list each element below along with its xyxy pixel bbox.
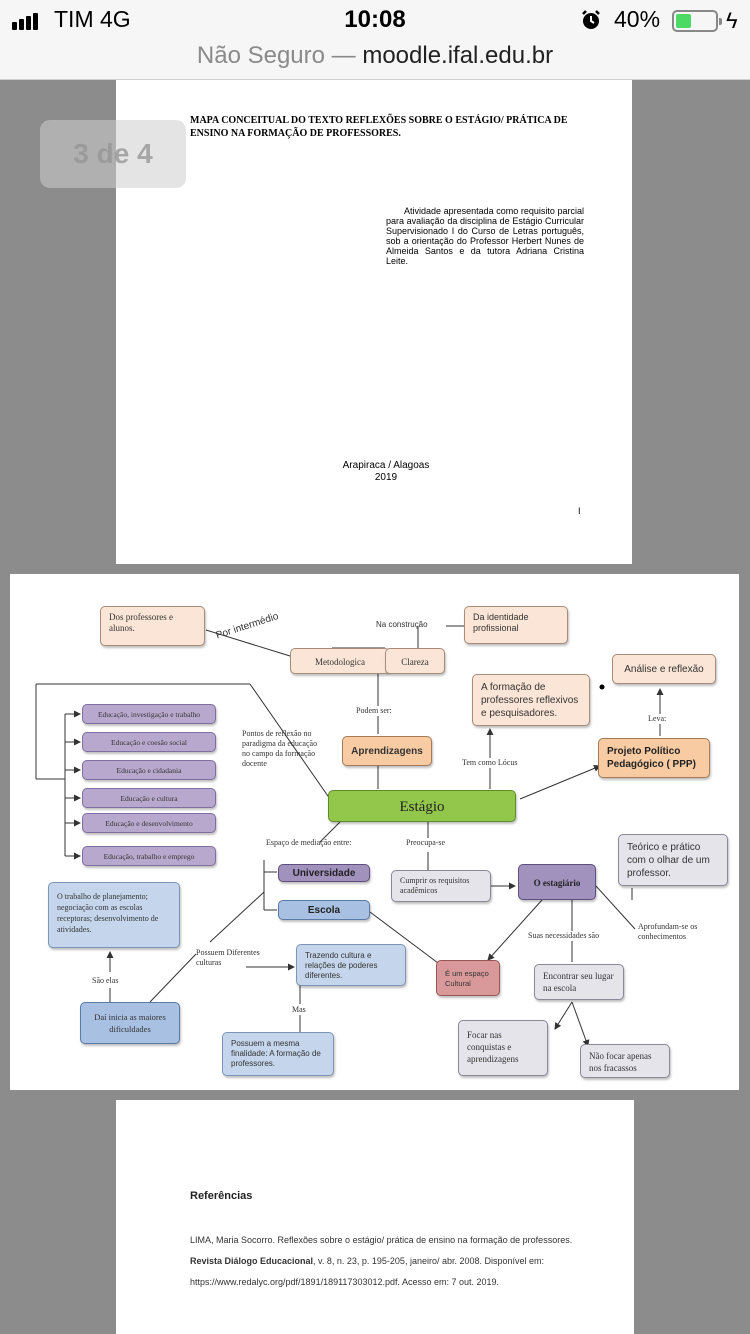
label-sao-elas: São elas (92, 976, 119, 986)
node-identidade-profissional: Da identidade profissional (464, 606, 568, 644)
node-requisitos-academicos: Cumprir os requisitos acadêmicos (391, 870, 491, 902)
reference-text-2: , v. 8, n. 23, p. 195-205, janeiro/ abr.… (190, 1256, 545, 1287)
label-preocupa-se: Preocupa-se (406, 838, 446, 848)
page-number: I (578, 506, 581, 516)
node-teorico-pratico: Teórico e prático com o olhar de um prof… (618, 834, 728, 886)
node-dificuldades: Daí inicia as maiores dificuldades (80, 1002, 180, 1044)
node-formacao-reflexivos: A formação de professores reflexivos e p… (472, 674, 590, 726)
security-status: Não Seguro (196, 42, 325, 69)
label-possuem-diferentes: Possuem Diferentes culturas (196, 948, 260, 967)
label-suas-necessidades: Suas necessidades são (528, 931, 600, 941)
references-page: Referências LIMA, Maria Socorro. Reflexõ… (116, 1100, 634, 1334)
label-leva: Leva: (648, 714, 667, 724)
node-edu-6: Educação, trabalho e emprego (82, 846, 216, 866)
reference-entry: LIMA, Maria Socorro. Reflexões sobre o e… (190, 1230, 590, 1293)
alarm-icon (580, 9, 602, 36)
node-mesma-finalidade: Possuem a mesma finalidade: A formação d… (222, 1032, 334, 1076)
references-heading: Referências (190, 1190, 253, 1202)
label-pontos-reflexao: Pontos de reflexão no paradigma da educa… (242, 729, 318, 768)
label-tem-como-locus: Tem como Lócus (462, 758, 518, 768)
document-page-1: MAPA CONCEITUAL DO TEXTO REFLEXÕES SOBRE… (116, 80, 632, 564)
url-domain: moodle.ifal.edu.br (362, 42, 554, 69)
signal-strength-icon (12, 12, 40, 30)
reference-journal: Revista Diálogo Educacional (190, 1256, 314, 1266)
clock: 10:08 (344, 6, 406, 33)
status-bar: TIM 4G 10:08 40% ϟ (0, 0, 750, 42)
node-escola: Escola (278, 900, 370, 920)
url-separator: — (324, 42, 363, 69)
label-espaco-mediacao: Espaço de mediação entre: (266, 838, 352, 847)
label-mas: Mas (292, 1005, 306, 1015)
location-year: Arapiraca / Alagoas 2019 (116, 460, 656, 484)
node-aprendizagens: Aprendizagens (342, 736, 432, 766)
node-edu-5: Educação e desenvolvimento (82, 813, 216, 833)
node-metodologica: Metodologica (290, 648, 390, 674)
charging-icon: ϟ (726, 8, 738, 33)
node-estagio: Estágio (328, 790, 516, 822)
node-clareza: Clareza (385, 648, 445, 674)
node-ppp: Projeto Político Pedagógico ( PPP) (598, 738, 710, 778)
node-planejamento: O trabalho de planejamento; negociação c… (48, 882, 180, 948)
node-espaco-cultural: É um espaço Cultural (436, 960, 500, 996)
node-edu-2: Educação e coesão social (82, 732, 216, 752)
label-podem-ser: Podem ser: (356, 706, 392, 716)
document-title: MAPA CONCEITUAL DO TEXTO REFLEXÕES SOBRE… (190, 115, 568, 139)
node-analise-reflexao: Análise e reflexão (612, 654, 716, 684)
node-professores-alunos: Dos professores e alunos. (100, 606, 205, 646)
year: 2019 (374, 472, 398, 483)
node-focar-conquistas: Focar nas conquistas e aprendizagens (458, 1020, 548, 1076)
node-encontrar-lugar: Encontrar seu lugar na escola (534, 964, 624, 1000)
address-bar[interactable]: Não Seguro — moodle.ifal.edu.br (0, 42, 750, 80)
label-aprofundam: Aprofundam-se os conhecimentos (638, 922, 698, 941)
node-edu-4: Educação e cultura (82, 788, 216, 808)
node-estagiario: O estagiário (518, 864, 596, 900)
node-trazendo-cultura: Trazendo cultura e relações de poderes d… (296, 944, 406, 986)
page-indicator: 3 de 4 (40, 120, 186, 188)
carrier-label: TIM 4G (54, 6, 131, 32)
city: Arapiraca / Alagoas (342, 460, 430, 471)
node-nao-fracassos: Não focar apenas nos fracassos (580, 1044, 670, 1078)
battery-percentage: 40% (614, 6, 661, 32)
reference-text-1: LIMA, Maria Socorro. Reflexões sobre o e… (190, 1235, 573, 1245)
concept-map-connectors (35, 625, 664, 1047)
battery-icon (672, 10, 722, 32)
node-edu-1: Educação, investigação e trabalho (82, 704, 216, 724)
concept-map-page: Dos professores e alunos. Da identidade … (10, 574, 739, 1090)
label-na-construcao: Na construção (376, 620, 428, 629)
node-edu-3: Educação e cidadania (82, 760, 216, 780)
assignment-note: Atividade apresentada como requisito par… (386, 206, 584, 266)
node-universidade: Universidade (278, 864, 370, 882)
